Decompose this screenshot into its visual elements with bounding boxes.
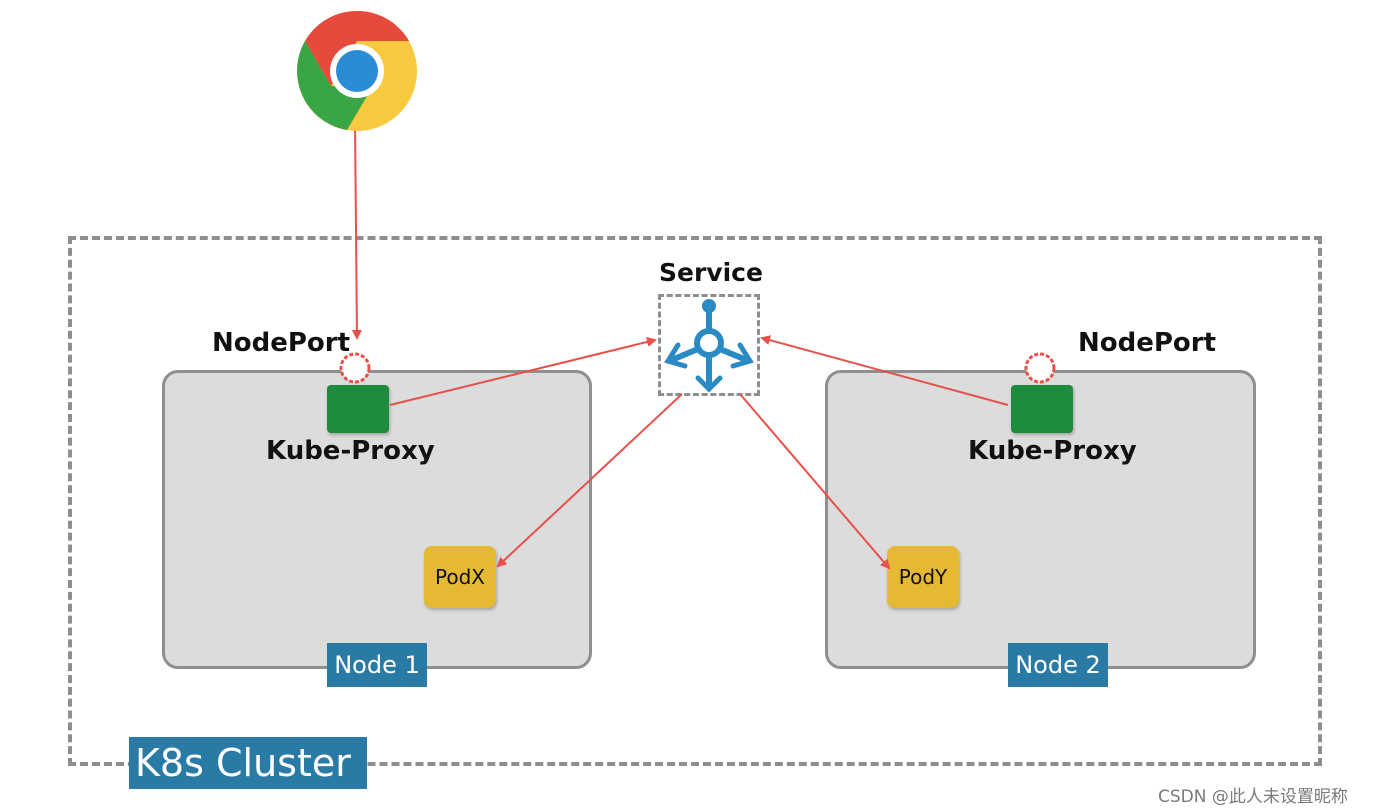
watermark: CSDN @此人未设置昵称 bbox=[1158, 787, 1348, 807]
kube-proxy-box-node-1 bbox=[327, 385, 389, 433]
chrome-browser-icon bbox=[297, 10, 417, 131]
nodeport-circle-node-1 bbox=[339, 352, 371, 384]
arrow-proxy-1-to-service bbox=[389, 337, 657, 406]
nodeport-label-node-1: NodePort bbox=[212, 328, 351, 358]
arrow-service-to-pod-y bbox=[739, 393, 891, 570]
arrow-proxy-2-to-service bbox=[760, 335, 1009, 406]
pod-y: PodY bbox=[887, 546, 959, 608]
nodeport-circle-node-2 bbox=[1024, 352, 1056, 384]
arrow-browser-to-nodeport-1 bbox=[351, 121, 362, 340]
kube-proxy-box-node-2 bbox=[1011, 385, 1073, 433]
service-hub-icon bbox=[664, 299, 754, 393]
pod-x: PodX bbox=[424, 546, 496, 608]
service-label: Service bbox=[659, 258, 763, 287]
kube-proxy-label-node-1: Kube-Proxy bbox=[266, 436, 435, 466]
k8s-cluster-boundary bbox=[68, 236, 1322, 766]
node-2-label: Node 2 bbox=[1008, 643, 1108, 687]
arrow-service-to-pod-x bbox=[496, 393, 683, 568]
node-1-label: Node 1 bbox=[327, 643, 427, 687]
cluster-label: K8s Cluster bbox=[129, 737, 367, 789]
kube-proxy-label-node-2: Kube-Proxy bbox=[968, 436, 1137, 466]
nodeport-label-node-2: NodePort bbox=[1078, 328, 1217, 358]
